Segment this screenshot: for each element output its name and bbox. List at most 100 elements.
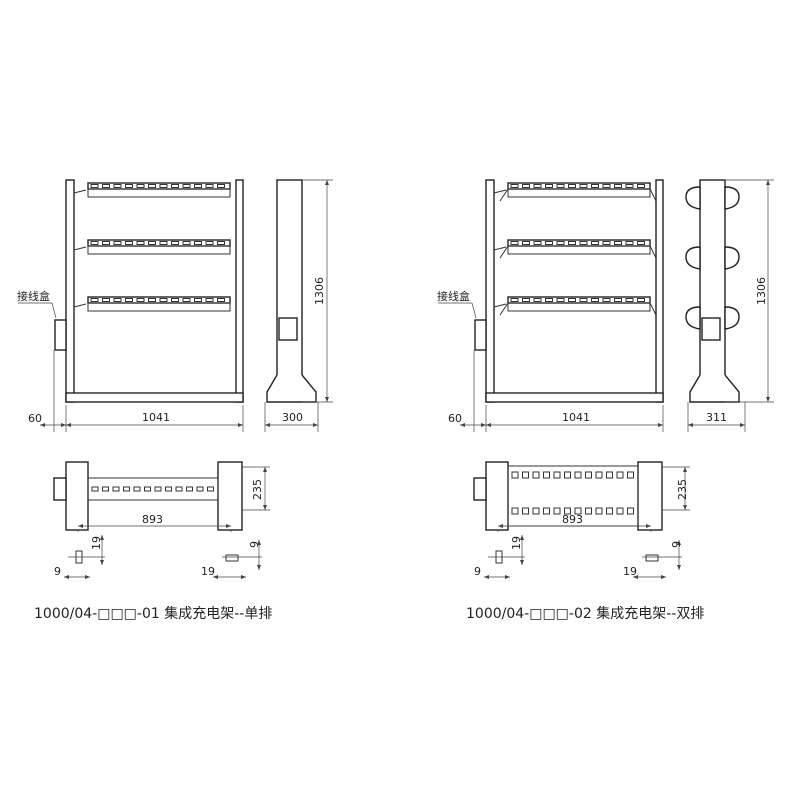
charger-slot: [591, 241, 599, 245]
top-charger-slot: [196, 486, 204, 492]
left-post: [65, 179, 75, 403]
top-right-bracket: [217, 461, 243, 531]
charger-slot: [125, 184, 133, 188]
charger-slot: [205, 184, 214, 188]
charger-slot: [159, 241, 168, 245]
dim-hole-span: 893: [562, 513, 583, 526]
top-charger-slot: [595, 471, 603, 479]
top-charger-slot: [165, 486, 172, 492]
charger-slot: [159, 184, 168, 188]
top-charger-slot: [91, 486, 99, 492]
shelf-bracket: [499, 188, 509, 202]
charger-slot: [625, 241, 634, 245]
charger-slot: [614, 184, 622, 188]
side-column: [276, 179, 303, 381]
top-charger-slot: [543, 471, 550, 479]
charger-slot: [113, 298, 122, 302]
shelf-tray: [507, 302, 651, 312]
top-charger-slot: [112, 486, 120, 492]
top-charger-slot: [627, 507, 634, 515]
junction-box-leader: [51, 302, 57, 319]
top-charger-slot: [616, 507, 624, 515]
charger-slot: [205, 241, 214, 245]
charger-slot: [125, 241, 133, 245]
charger-slot: [533, 241, 542, 245]
top-charger-slot: [585, 471, 592, 479]
dim-slot-b-width: 19: [201, 565, 215, 578]
charger-slot: [556, 298, 565, 302]
charger-slot: [602, 298, 611, 302]
dim-slot-b-width: 19: [623, 565, 637, 578]
charger-slot: [182, 184, 191, 188]
dim-slot-a-height: 19: [90, 536, 103, 550]
right-charger-hook: [724, 246, 740, 270]
top-charger-slot: [102, 486, 109, 492]
charger-slot: [568, 298, 576, 302]
charger-slot: [136, 241, 145, 245]
top-charger-slot: [532, 471, 540, 479]
charger-slot: [113, 184, 122, 188]
dim-slot-b-height: 9: [670, 541, 683, 548]
top-charger-slot: [564, 507, 571, 515]
single-row-rack-panel: 接线盒 60 1041 300 1306 235 893 19 9 9 19 1…: [17, 179, 333, 622]
dim-slot-a-width: 9: [474, 565, 481, 578]
charger-slot: [205, 298, 214, 302]
right-charger-hook: [724, 306, 740, 330]
charger-slot: [533, 184, 542, 188]
charger-slot: [217, 241, 225, 245]
side-foot: [266, 374, 317, 403]
shelf-bracket: [499, 245, 509, 259]
top-charger-slot: [144, 486, 151, 492]
top-tray: [87, 477, 219, 501]
shelf-tray: [87, 302, 231, 312]
left-charger-hook: [685, 246, 701, 270]
left-post: [485, 179, 495, 403]
top-charger-slot: [522, 507, 529, 515]
side-foot: [689, 374, 740, 403]
slot-detail-horizontal: [645, 554, 659, 562]
shelf-tray: [87, 245, 231, 255]
charger-slot: [637, 241, 645, 245]
charger-slot: [171, 184, 179, 188]
charger-slot: [614, 298, 622, 302]
top-junction-box: [53, 477, 67, 501]
charger-slot: [522, 298, 530, 302]
top-charger-slot: [522, 471, 529, 479]
charger-slot: [194, 298, 202, 302]
top-charger-slot: [207, 486, 214, 492]
double-row-rack-geometry: [438, 179, 774, 579]
dim-offset: 60: [448, 412, 462, 425]
charger-slot: [545, 184, 553, 188]
charger-slot: [148, 184, 156, 188]
top-charger-slot: [574, 507, 582, 515]
charger-slot: [194, 184, 202, 188]
right-post: [655, 179, 664, 403]
dim-top-depth: 235: [676, 479, 689, 500]
dim-height: 1306: [755, 277, 768, 305]
right-post: [235, 179, 244, 403]
charger-slot: [136, 298, 145, 302]
charger-slot: [90, 241, 99, 245]
top-charger-slot: [511, 507, 519, 515]
charger-slot: [591, 184, 599, 188]
cable: [493, 189, 507, 194]
charger-slot: [625, 298, 634, 302]
charger-slot: [579, 241, 588, 245]
junction-box: [54, 319, 67, 351]
side-junction-box: [701, 317, 721, 341]
dim-height: 1306: [313, 277, 326, 305]
left-charger-hook: [685, 186, 701, 210]
top-charger-slot: [564, 471, 571, 479]
dim-slot-a-height: 19: [510, 536, 523, 550]
charger-slot: [102, 298, 110, 302]
top-charger-slot: [133, 486, 141, 492]
top-charger-slot: [123, 486, 130, 492]
charger-slot: [545, 241, 553, 245]
dim-depth: 300: [282, 411, 303, 424]
shelf-tray: [507, 245, 651, 255]
cable: [73, 246, 87, 251]
drawing-title: 1000/04-□□□-01 集成充电架--单排: [34, 605, 272, 622]
charger-slot: [90, 184, 99, 188]
dim-top-depth-line-arrows: [263, 467, 267, 510]
shelf-bracket: [499, 302, 509, 316]
